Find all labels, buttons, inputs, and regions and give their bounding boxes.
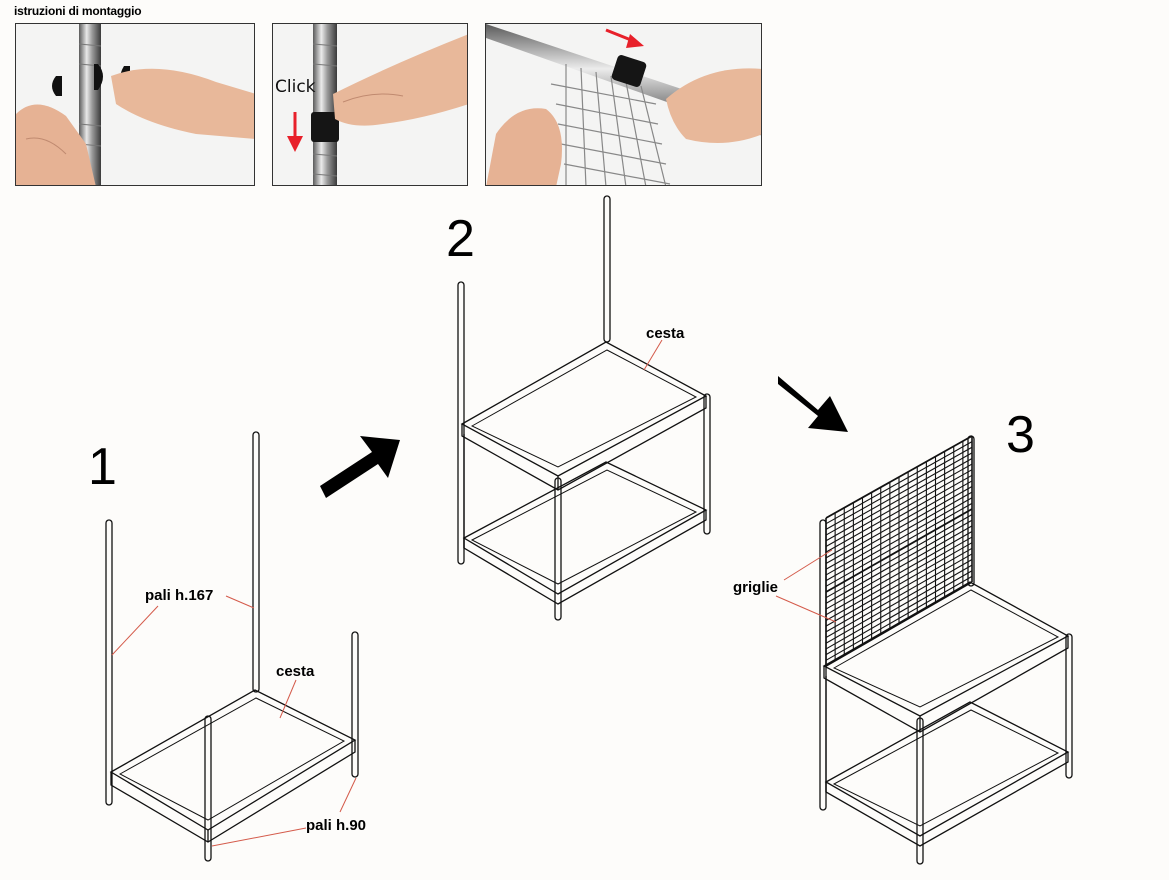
step-number-2: 2 xyxy=(446,210,475,268)
step-number-3: 3 xyxy=(1006,406,1035,464)
wire-grid-panel xyxy=(825,435,973,667)
basket-insert-photo xyxy=(485,23,762,186)
arrow-up-right-icon xyxy=(320,436,400,498)
click-caption: Click xyxy=(275,77,316,97)
label-cesta-1: cesta xyxy=(276,663,315,680)
clip-on-pole-photo xyxy=(15,23,255,186)
label-cesta-2: cesta xyxy=(646,325,685,342)
step-number-1: 1 xyxy=(88,438,117,496)
label-pali-167: pali h.167 xyxy=(145,587,213,604)
clip-click-photo: Click xyxy=(272,23,468,186)
arrow-down-right-icon xyxy=(778,376,848,432)
step-3-frame xyxy=(819,435,1073,865)
step-2-frame xyxy=(457,195,711,621)
label-pali-90: pali h.90 xyxy=(306,817,366,834)
label-griglie: griglie xyxy=(733,579,778,596)
page-title: istruzioni di montaggio xyxy=(14,4,142,18)
step-1-frame xyxy=(105,431,359,862)
